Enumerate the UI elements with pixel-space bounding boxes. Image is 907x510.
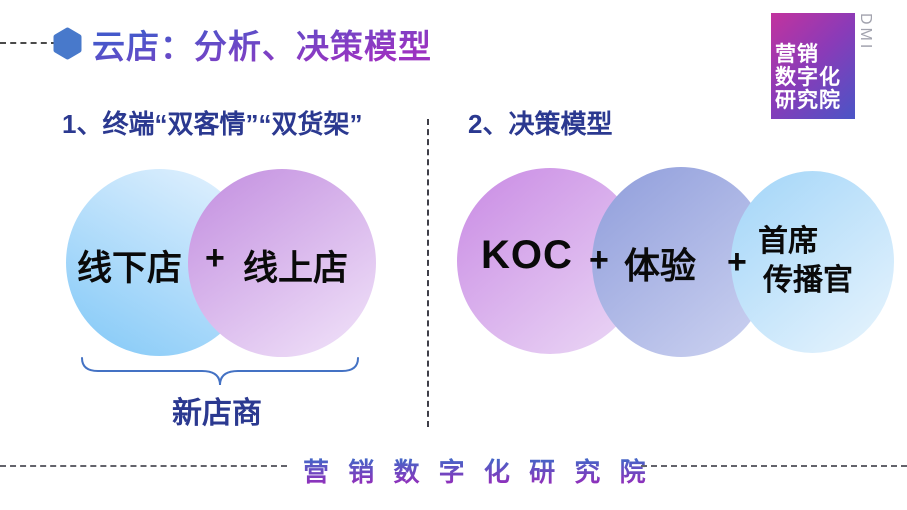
logo-line-2: 数字化 [775,66,841,89]
chief-label-line1: 首席 [758,225,818,258]
online-store-label: 线上店 [243,249,349,288]
hexagon-bullet-icon [52,27,83,60]
dmi-vertical-label: DMI [857,13,874,52]
koc-label: KOC [481,233,573,277]
logo-line-3: 研究院 [775,89,841,112]
footer-dash-right [641,465,907,467]
chief-communicator-circle [731,171,894,353]
footer-text: 营 销 数 字 化 研 究 院 [303,452,652,489]
offline-store-label: 线下店 [77,249,183,288]
logo-line-1: 营销 [775,43,819,66]
page-title: 云店：分析、决策模型 [92,20,432,68]
footer-dash-left [0,465,287,467]
section-1-heading: 1、终端“双客情”“双货架” [62,109,363,139]
experience-label: 体验 [624,245,697,286]
title-dash-line [0,42,57,44]
logo-badge: 营销 数字化 研究院 [771,13,855,119]
plus-sign-left: + [205,239,225,277]
plus-sign-right: + [727,243,747,281]
brace-shape [80,356,362,393]
chief-label-line2: 传播官 [763,264,853,297]
section-divider-dashed-line [427,119,429,427]
new-retailer-label: 新店商 [172,397,262,430]
online-store-circle [188,169,376,357]
section-2-heading: 2、决策模型 [468,109,613,139]
plus-sign-middle: + [589,241,609,279]
